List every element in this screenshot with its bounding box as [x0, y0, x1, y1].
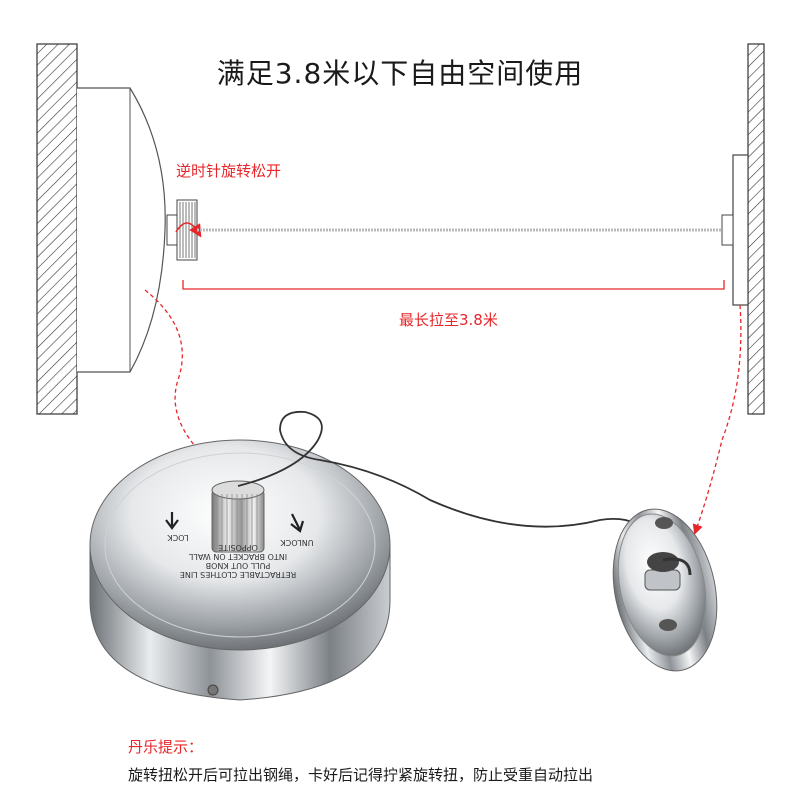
steel-wire	[237, 410, 661, 561]
instruction-line-1: RETRACTABLE CLOTHES LINE	[180, 570, 296, 579]
instruction-line-4: OPPOSITE	[218, 543, 258, 552]
right-wall	[747, 43, 765, 415]
tip-heading: 丹乐提示：	[128, 738, 204, 756]
length-dimension	[182, 280, 725, 290]
tip-text: 旋转扭松开后可拉出钢绳，卡好后记得拧紧旋转扭，防止受重自动拉出	[128, 766, 594, 784]
bracket-plate	[732, 154, 749, 306]
unlock-arrow-icon	[290, 513, 305, 533]
rotate-arrow	[175, 222, 202, 238]
left-wall	[36, 43, 78, 415]
instruction-line-3: INTO BRACKET ON WALL	[188, 552, 287, 561]
lock-label: LOCK	[167, 533, 189, 542]
reel-outline	[77, 87, 166, 373]
length-label: 最长拉至3.8米	[399, 311, 498, 329]
left-pointer-arrow	[144, 289, 214, 466]
page-title: 满足3.8米以下自由空间使用	[216, 57, 584, 90]
lock-arrow-icon	[165, 512, 179, 530]
instruction-line-2: PULL OUT KNOB	[206, 561, 271, 570]
rotate-label: 逆时针旋转松开	[176, 162, 282, 180]
unlock-label: UNLOCK	[280, 538, 314, 547]
right-pointer-arrow	[692, 304, 742, 535]
bracket-hook	[721, 214, 734, 246]
reel-product	[89, 439, 391, 701]
bracket-product	[612, 508, 718, 672]
diagram-knob-base	[166, 214, 178, 246]
